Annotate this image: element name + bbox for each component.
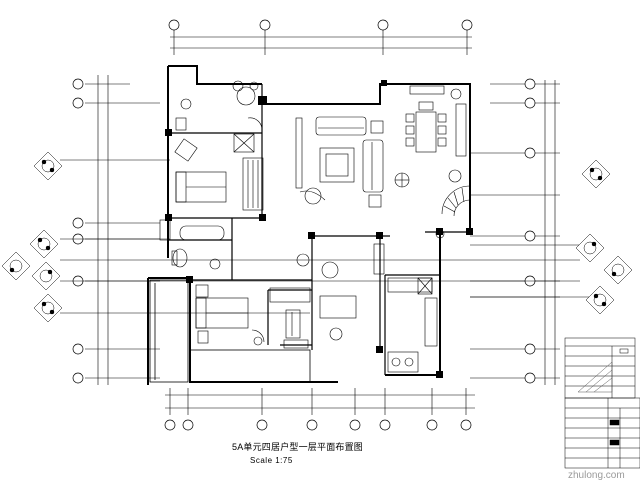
bottom-axis-bubbles bbox=[164, 419, 472, 431]
bottom-dimension-line bbox=[165, 388, 475, 415]
master-bedroom-furniture bbox=[174, 133, 264, 211]
closet-block bbox=[269, 287, 311, 349]
bathroom-fixtures bbox=[159, 219, 225, 270]
drawing-title: 5A单元四居户型一层平面布置图 bbox=[232, 442, 364, 452]
dining-room-furniture bbox=[394, 85, 467, 188]
spiral-staircase bbox=[435, 169, 471, 239]
top-axis-bubbles bbox=[168, 19, 473, 31]
ceiling-detail-symbols bbox=[1, 151, 633, 323]
exterior-walls bbox=[147, 65, 471, 385]
structural-columns bbox=[165, 80, 473, 378]
right-axis-bubbles bbox=[524, 78, 536, 384]
hall-furniture bbox=[296, 243, 385, 341]
balcony bbox=[149, 279, 311, 383]
kitchen-fixtures bbox=[387, 277, 438, 373]
living-room-furniture bbox=[295, 116, 384, 208]
top-dimension-line bbox=[170, 30, 472, 55]
bedroom-top-left-furniture bbox=[175, 80, 263, 131]
watermark-text: zhulong.com bbox=[568, 470, 625, 481]
right-dimension-line bbox=[470, 80, 560, 385]
drawing-scale: Scale 1:75 bbox=[250, 456, 293, 465]
legend-table bbox=[564, 337, 640, 469]
second-bedroom-furniture bbox=[195, 284, 265, 346]
left-axis-bubbles bbox=[72, 78, 84, 384]
legend-graphic bbox=[577, 361, 613, 393]
